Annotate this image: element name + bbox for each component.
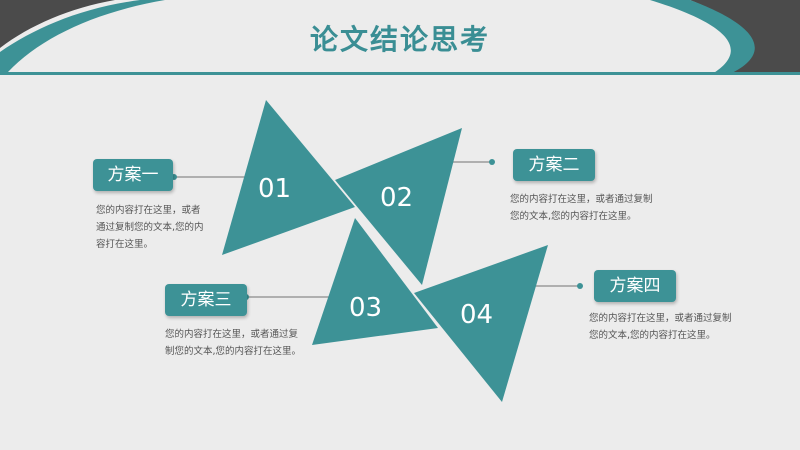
plan-3-description: 您的内容打在这里，或者通过复 制您的文本,您的内容打在这里。 [165, 326, 345, 360]
triangles [222, 100, 548, 402]
plan-4-description-line-1: 您的内容打在这里，或者通过复制 [589, 313, 732, 324]
triangle-04 [414, 245, 548, 402]
connector-dot-4 [577, 283, 583, 289]
plan-3-description-line-2: 制您的文本,您的内容打在这里。 [165, 346, 302, 357]
header-left-dark-shape [0, 0, 115, 48]
plan-3-description-line-1: 您的内容打在这里，或者通过复 [165, 329, 299, 340]
header-right-dark-shape [690, 0, 800, 74]
plan-1-description-line-1: 您的内容打在这里，或者 [96, 205, 201, 216]
header-left-teal-swoosh [0, 0, 165, 72]
header-right-teal-swoosh [650, 0, 755, 74]
plan-1-description: 您的内容打在这里，或者 通过复制您的文本,您的内 容打在这里。 [96, 202, 236, 253]
plan-1-description-line-2: 通过复制您的文本,您的内 [96, 222, 204, 233]
number-03: 03 [349, 293, 382, 323]
plan-4-description: 您的内容打在这里，或者通过复制 您的文本,您的内容打在这里。 [589, 310, 769, 344]
triangle-01 [222, 100, 355, 255]
number-04: 04 [460, 300, 493, 330]
page-title: 论文结论思考 [309, 23, 490, 56]
triangle-03 [312, 218, 438, 345]
plan-2-description-line-1: 您的内容打在这里，或者通过复制 [510, 194, 653, 205]
header-bottom-line [0, 72, 800, 75]
plan-4-description-line-2: 您的文本,您的内容打在这里。 [589, 330, 716, 341]
connector-dot-2 [489, 159, 495, 165]
header-decoration [0, 0, 800, 75]
number-01: 01 [258, 174, 291, 204]
plan-1-description-line-3: 容打在这里。 [96, 239, 154, 250]
number-02: 02 [380, 183, 413, 213]
plan-4-label: 方案四 [594, 270, 676, 302]
plan-2-description-line-2: 您的文本,您的内容打在这里。 [510, 211, 637, 222]
plan-2-description: 您的内容打在这里，或者通过复制 您的文本,您的内容打在这里。 [510, 191, 690, 225]
triangle-02 [335, 128, 462, 285]
plan-2-label: 方案二 [513, 149, 595, 181]
plan-1-label: 方案一 [93, 159, 173, 191]
plan-3-label: 方案三 [165, 284, 247, 316]
